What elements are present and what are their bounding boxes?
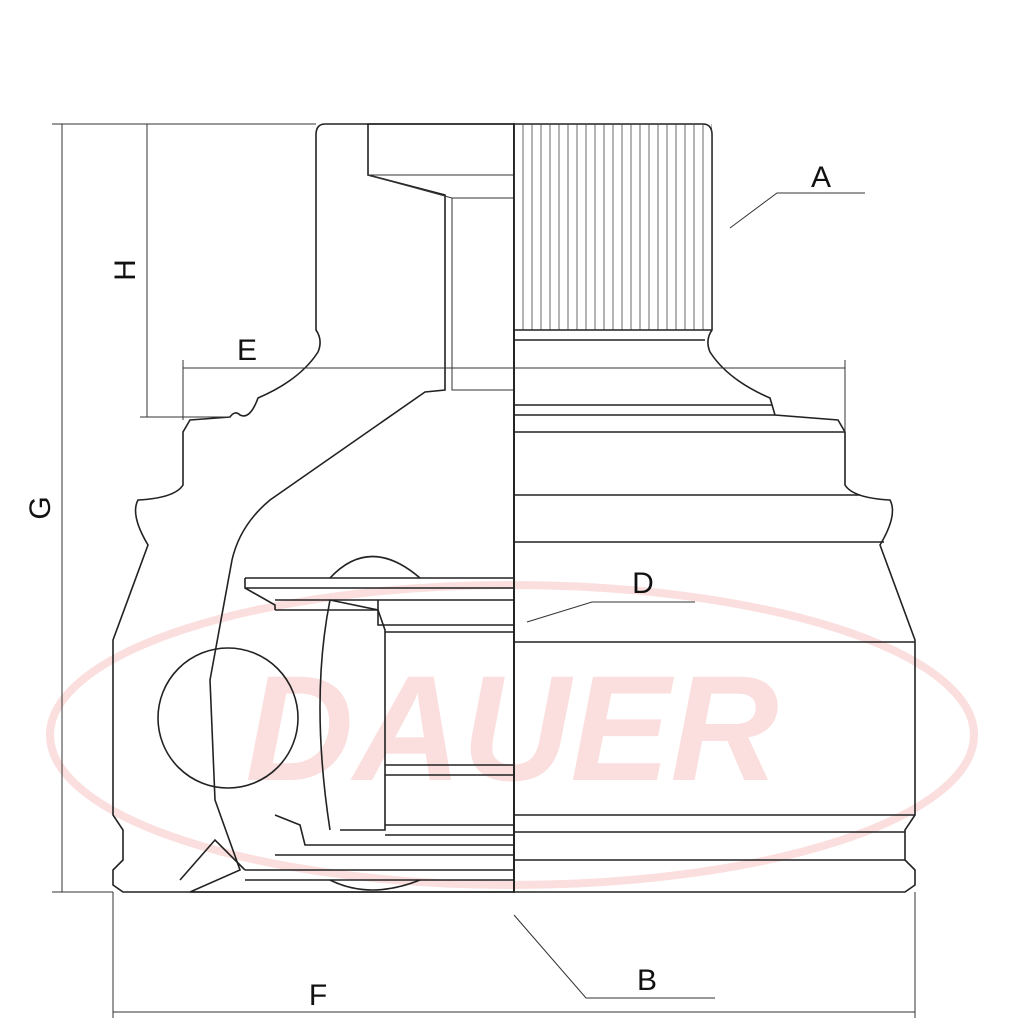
label-h: H — [109, 259, 142, 281]
dimension-lines — [52, 123, 916, 1018]
label-d: D — [632, 567, 654, 600]
label-a: A — [811, 161, 831, 194]
ball-bearing — [157, 647, 299, 789]
label-f: F — [309, 979, 327, 1012]
label-b: B — [637, 964, 657, 997]
watermark-text: DAUER — [245, 644, 778, 812]
watermark: DAUER — [46, 581, 978, 889]
label-g: G — [24, 496, 57, 519]
right-exterior-view — [513, 123, 916, 893]
label-e: E — [237, 334, 257, 367]
